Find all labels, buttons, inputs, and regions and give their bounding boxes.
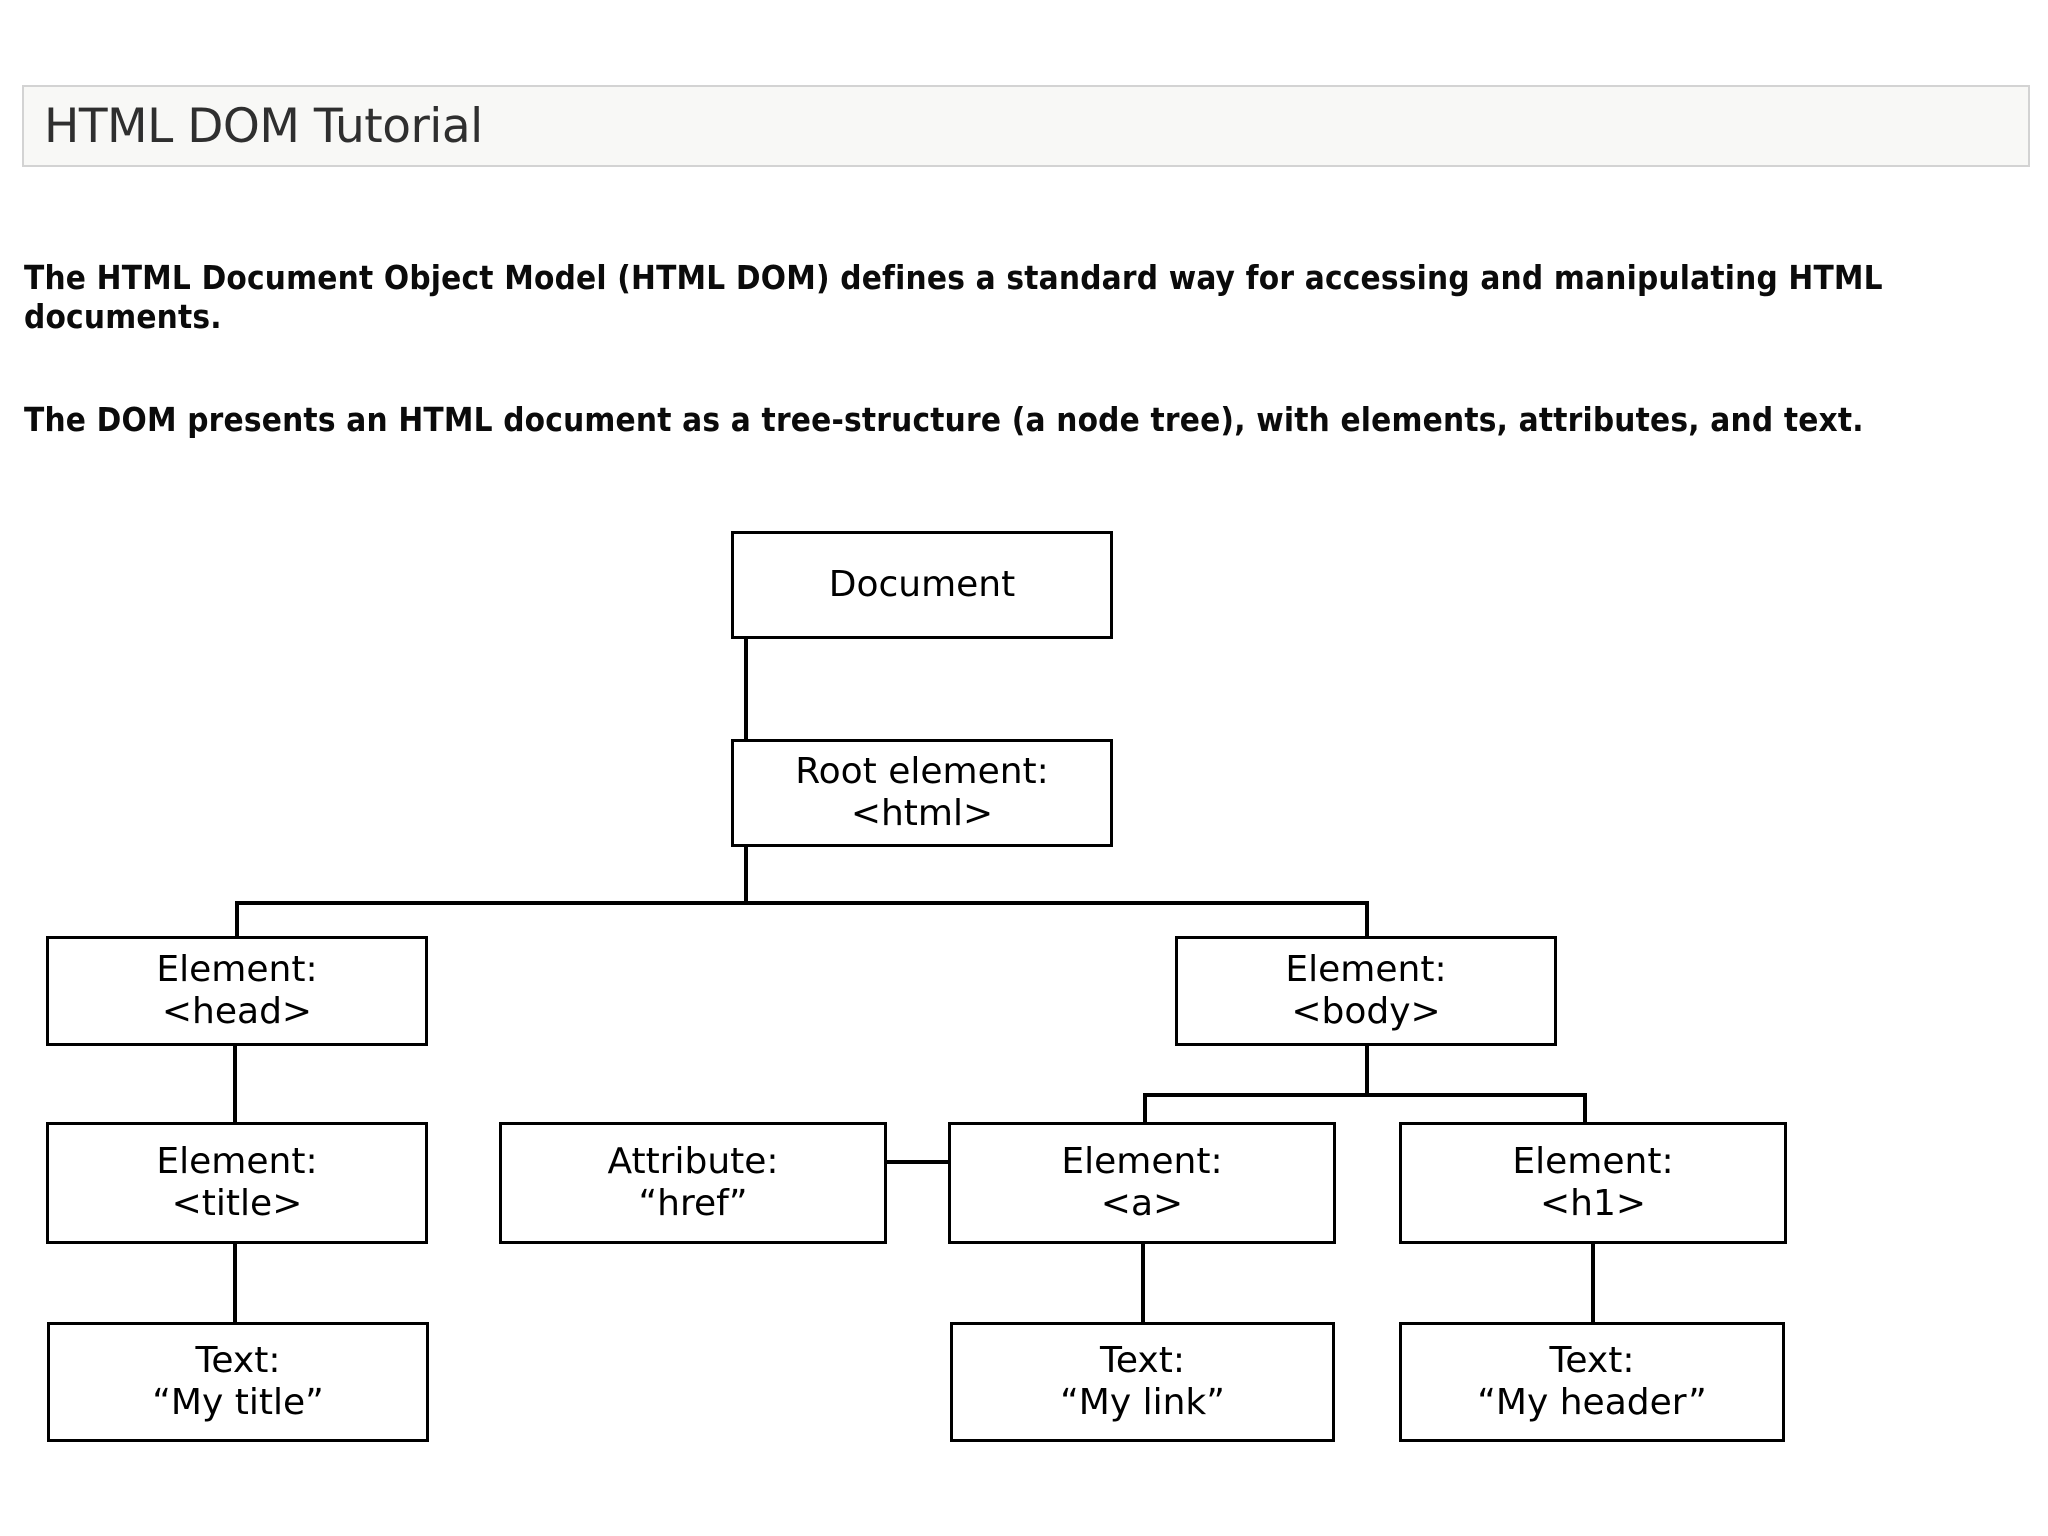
node-title[interactable]: Element: <title> [46, 1122, 428, 1244]
connector-href-a [886, 1160, 948, 1164]
node-document-line1: Document [828, 563, 1016, 605]
intro-paragraph-2: The DOM presents an HTML document as a t… [24, 400, 1864, 439]
node-href[interactable]: Attribute: “href” [499, 1122, 887, 1244]
connector-bus-head [235, 901, 239, 959]
connector-body-bus [1143, 1093, 1587, 1097]
node-a[interactable]: Element: <a> [948, 1122, 1336, 1244]
connector-body-stem [1365, 1046, 1369, 1096]
node-text-header-line2: “My header” [1477, 1382, 1707, 1423]
connector-html-stem [744, 845, 748, 903]
connector-title-text [233, 1244, 237, 1322]
node-head-line2: <head> [161, 991, 313, 1032]
node-text-header[interactable]: Text: “My header” [1399, 1322, 1785, 1442]
page-title-bar: HTML DOM Tutorial [22, 85, 2030, 167]
node-body[interactable]: Element: <body> [1175, 936, 1557, 1046]
node-text-link-line2: “My link” [1060, 1382, 1225, 1423]
node-head[interactable]: Element: <head> [46, 936, 428, 1046]
node-html-line2: <html> [850, 793, 994, 834]
node-text-title-line2: “My title” [152, 1382, 324, 1423]
node-href-line1: Attribute: [607, 1140, 779, 1182]
node-title-line2: <title> [171, 1183, 303, 1224]
node-head-line1: Element: [156, 948, 318, 990]
connector-head-title [233, 1046, 237, 1122]
node-document[interactable]: Document [731, 531, 1113, 639]
node-text-link[interactable]: Text: “My link” [950, 1322, 1335, 1442]
page-title: HTML DOM Tutorial [44, 98, 483, 154]
node-text-title-line1: Text: [195, 1339, 281, 1381]
connector-bus-body [1365, 901, 1369, 959]
node-body-line1: Element: [1285, 948, 1447, 990]
node-text-header-line1: Text: [1549, 1339, 1635, 1381]
node-h1[interactable]: Element: <h1> [1399, 1122, 1787, 1244]
node-text-link-line1: Text: [1100, 1339, 1185, 1381]
intro-paragraph-1: The HTML Document Object Model (HTML DOM… [24, 258, 1883, 336]
connector-a-text [1141, 1244, 1145, 1322]
node-a-line2: <a> [1100, 1183, 1184, 1224]
connector-bus-h1 [1583, 1093, 1587, 1123]
connector-bus-a [1143, 1093, 1147, 1123]
node-title-line1: Element: [156, 1140, 318, 1182]
node-html[interactable]: Root element: <html> [731, 739, 1113, 847]
node-body-line2: <body> [1291, 991, 1441, 1032]
node-h1-line2: <h1> [1539, 1183, 1647, 1224]
connector-h1-text [1591, 1244, 1595, 1322]
node-href-line2: “href” [638, 1183, 748, 1224]
connector-html-bus [235, 901, 1369, 905]
node-h1-line1: Element: [1512, 1140, 1674, 1182]
connector-document-html [744, 637, 748, 739]
node-text-title[interactable]: Text: “My title” [47, 1322, 429, 1442]
node-a-line1: Element: [1061, 1140, 1223, 1182]
node-html-line1: Root element: [795, 750, 1049, 792]
